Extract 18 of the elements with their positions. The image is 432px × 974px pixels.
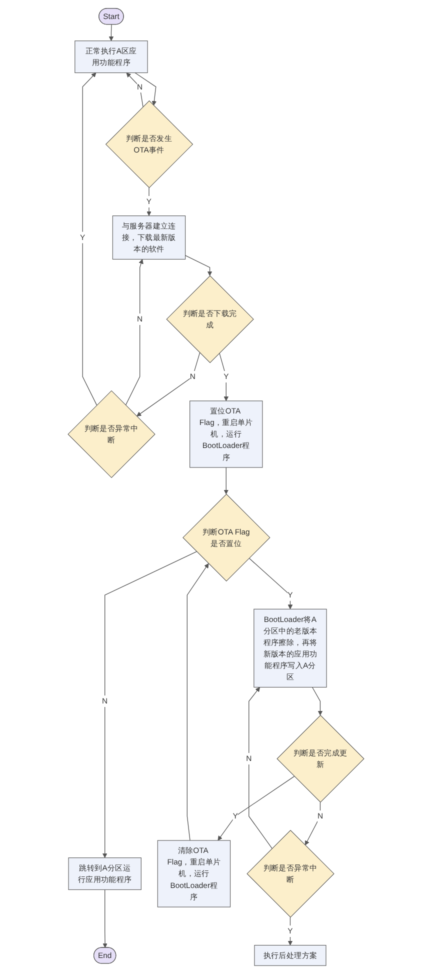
arrow bbox=[125, 259, 144, 406]
arrow bbox=[218, 776, 295, 841]
arrow bbox=[102, 551, 197, 858]
arrow bbox=[184, 255, 212, 276]
arrow bbox=[82, 72, 98, 406]
arrow bbox=[304, 802, 321, 846]
arrow bbox=[248, 558, 293, 610]
arrow bbox=[312, 686, 323, 716]
arrow bbox=[288, 916, 293, 946]
arrow bbox=[224, 467, 229, 494]
arrow bbox=[248, 687, 272, 849]
arrow bbox=[136, 352, 200, 416]
arrow bbox=[102, 889, 108, 948]
arrow bbox=[186, 563, 209, 841]
arrow bbox=[134, 72, 157, 106]
arrow bbox=[126, 72, 144, 108]
arrow bbox=[219, 352, 229, 402]
arrow bbox=[108, 24, 114, 42]
